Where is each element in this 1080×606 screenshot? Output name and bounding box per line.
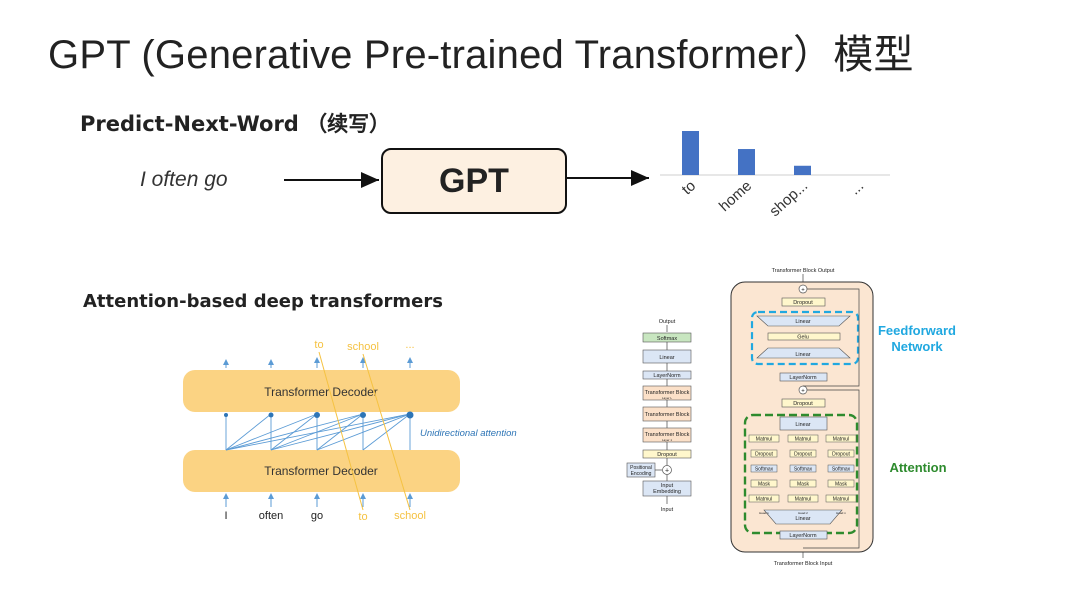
svg-text:Gelu: Gelu [797, 335, 809, 341]
bar-1 [738, 149, 755, 175]
output-token-3: ... [405, 339, 414, 351]
svg-text:Transformer Block: Transformer Block [645, 390, 690, 396]
stack-plus [662, 465, 672, 475]
input-token-1: I [224, 510, 227, 522]
bar-0 [682, 131, 699, 175]
svg-text:Dropout: Dropout [793, 300, 813, 306]
page-title: GPT (Generative Pre-trained Transformer）… [48, 33, 914, 77]
svg-text:Mask: Mask [835, 482, 847, 488]
svg-text:Embedding: Embedding [653, 489, 681, 495]
svg-text:LayerNorm: LayerNorm [653, 373, 681, 379]
attn-linear-top [779, 416, 828, 431]
svg-text:Dropout: Dropout [794, 452, 812, 458]
decoder-top-box [183, 370, 460, 412]
transformer-block-diagram: Transformer Block Output + Dropout Linea… [730, 268, 956, 567]
input-token-3: go [311, 510, 323, 522]
stack-output-label: Output [659, 319, 676, 325]
svg-text:+: + [801, 288, 805, 294]
input-sentence: I often go [140, 168, 228, 191]
category-label-3: ... [847, 177, 868, 198]
output-token-1: to [314, 339, 323, 351]
input-token-2: often [259, 510, 283, 522]
svg-text:Matmul: Matmul [833, 437, 849, 443]
ffn-linear-bottom [756, 347, 851, 359]
category-label-2: shop... [766, 177, 811, 220]
svg-text:Head n: Head n [836, 511, 846, 515]
decoder-attention-diagram: Transformer Decoder Transformer Decoder … [183, 339, 517, 523]
section-heading-predict-next-word: Predict-Next-Word （续写） [80, 112, 391, 136]
svg-text:Layer 1: Layer 1 [662, 438, 672, 442]
ffn-gelu [767, 332, 841, 341]
svg-text:Softmax: Softmax [657, 336, 677, 342]
output-arrows [223, 357, 413, 368]
block-input-label: Transformer Block Input [774, 561, 833, 567]
svg-text:Linear: Linear [795, 352, 810, 358]
svg-text:Dropout: Dropout [657, 452, 677, 458]
svg-text:Dropout: Dropout [755, 452, 773, 458]
stack-input-label: Input [661, 507, 674, 513]
svg-text:Linear: Linear [795, 516, 810, 522]
svg-text:Head 2: Head 2 [798, 511, 808, 515]
ffn-label-line2: Network [891, 339, 943, 354]
svg-text:Positional: Positional [630, 465, 652, 471]
svg-text:Linear: Linear [795, 319, 810, 325]
decoder-bottom-box [183, 450, 460, 492]
svg-text:Mask: Mask [758, 482, 770, 488]
unidirectional-attention-label: Unidirectional attention [420, 428, 517, 439]
svg-text:Softmax: Softmax [755, 467, 774, 473]
svg-text:Linear: Linear [659, 355, 674, 361]
svg-text:Input: Input [661, 483, 674, 489]
svg-text:Matmul: Matmul [833, 497, 849, 503]
input-token-5: school [394, 510, 426, 522]
svg-text:Head 1: Head 1 [759, 511, 769, 515]
input-arrows [223, 493, 413, 507]
block-layernorm-bottom [779, 530, 828, 540]
block-dropout-top [781, 297, 826, 307]
category-label-1: home [716, 177, 755, 215]
svg-text:Dropout: Dropout [793, 401, 813, 407]
svg-text:Linear: Linear [795, 422, 810, 428]
decoder-top-label: Transformer Decoder [264, 385, 378, 399]
block-layernorm-mid [779, 372, 828, 382]
ffn-outline [750, 310, 860, 366]
attention-endpoints [224, 411, 414, 419]
svg-text:+: + [665, 468, 669, 475]
category-label-0: to [679, 177, 700, 198]
section-heading-attention: Attention-based deep transformers [83, 291, 443, 312]
svg-text:Dropout: Dropout [832, 452, 850, 458]
svg-text:Mask: Mask [797, 482, 809, 488]
svg-text:LayerNorm: LayerNorm [789, 375, 817, 381]
block-dropout-mid [781, 398, 826, 408]
svg-text:Softmax: Softmax [794, 467, 813, 473]
gpt-model-box: GPT [381, 148, 567, 214]
attention-label: Attention [889, 460, 946, 475]
decoder-bottom-label: Transformer Decoder [264, 464, 378, 478]
svg-text:Transformer Block: Transformer Block [645, 412, 690, 418]
svg-text:Matmul: Matmul [795, 497, 811, 503]
gpt-stack-diagram: Output Softmax Linear LayerNorm Transfor… [626, 319, 692, 513]
svg-text:Matmul: Matmul [795, 437, 811, 443]
output-token-2: school [347, 341, 379, 353]
token-shift-lines [318, 351, 411, 511]
svg-text:Transformer Block: Transformer Block [645, 432, 690, 438]
attn-linear-bottom [763, 509, 843, 525]
svg-text:LayerNorm: LayerNorm [789, 533, 817, 539]
ffn-label-line1: Feedforward [878, 323, 956, 338]
ffn-linear-top [756, 315, 851, 327]
input-token-4: to [358, 511, 367, 523]
svg-text:Softmax: Softmax [832, 467, 851, 473]
svg-text:Layer L: Layer L [662, 396, 672, 400]
block-output-label: Transformer Block Output [772, 268, 835, 274]
svg-text:Matmul: Matmul [756, 437, 772, 443]
bar-2 [794, 165, 811, 175]
attention-lines [225, 413, 411, 451]
svg-text:+: + [801, 389, 805, 395]
svg-text:Encoding: Encoding [631, 471, 652, 477]
svg-text:Matmul: Matmul [756, 497, 772, 503]
